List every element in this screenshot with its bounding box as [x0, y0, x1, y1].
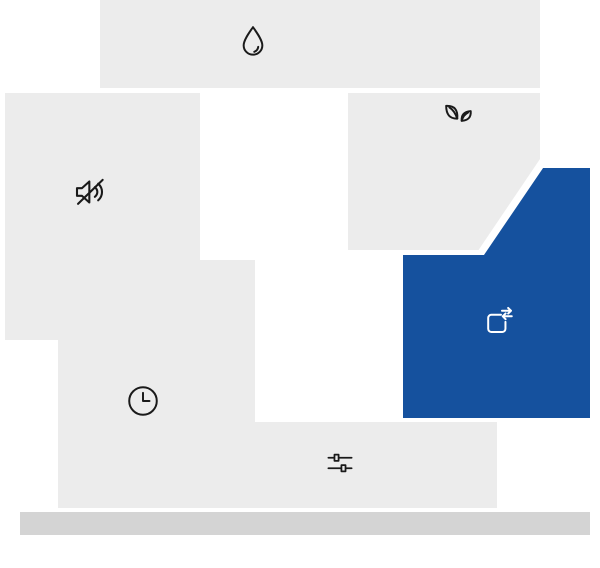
tile-time[interactable] — [58, 260, 255, 422]
remote-start-icon — [476, 303, 514, 341]
bottom-scroll-track[interactable] — [20, 512, 590, 535]
clock-icon — [124, 382, 162, 420]
tile-settings[interactable] — [58, 422, 497, 508]
water-drop-icon — [234, 23, 272, 61]
tile-water[interactable] — [100, 0, 540, 88]
speaker-muted-icon — [70, 172, 110, 212]
sliders-icon — [323, 446, 357, 480]
leaves-icon — [440, 95, 478, 133]
